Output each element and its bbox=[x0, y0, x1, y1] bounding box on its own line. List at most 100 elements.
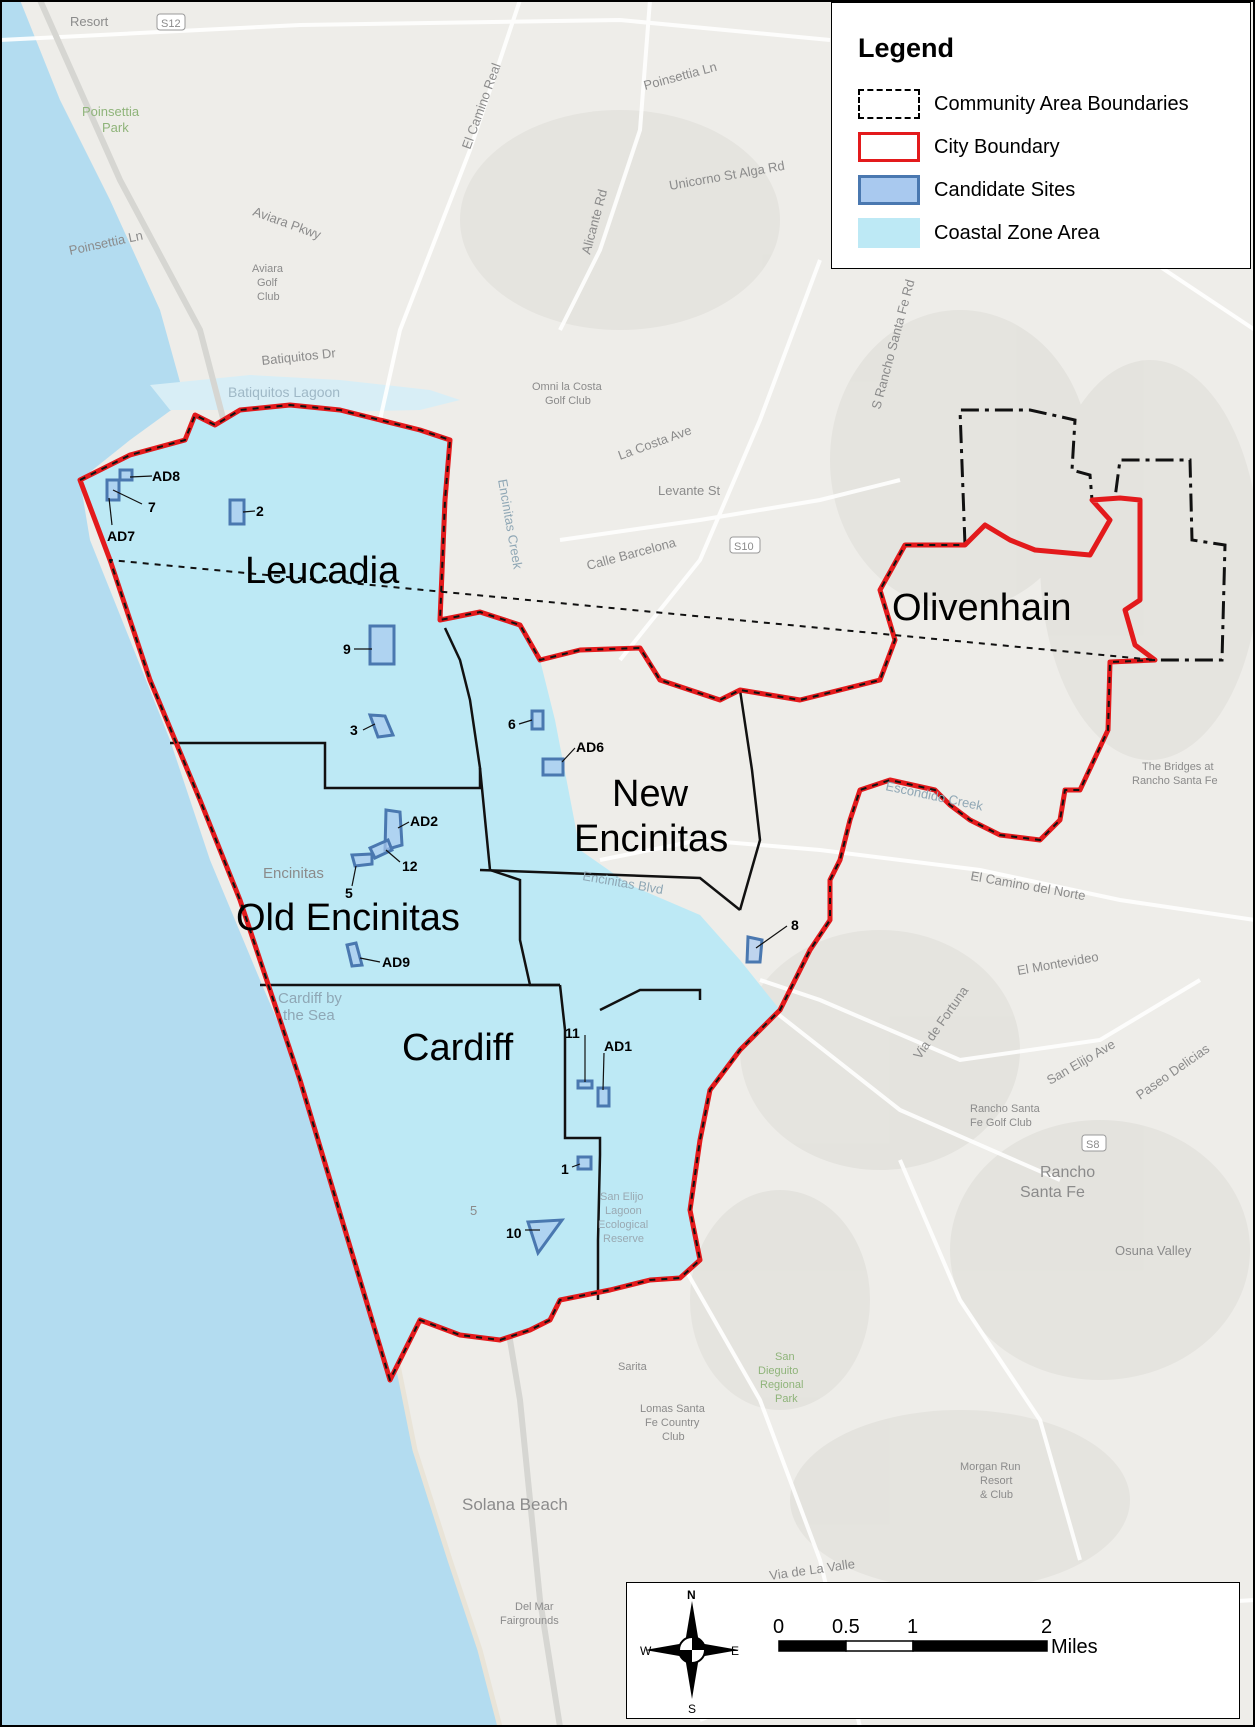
del-mar-fairgrounds-label-2: Fairgrounds bbox=[500, 1615, 559, 1627]
site-9[interactable] bbox=[368, 624, 396, 666]
legend-item-candidate-sites: Candidate Sites bbox=[858, 173, 1075, 207]
site-label-7: 7 bbox=[148, 499, 156, 515]
site-labels: AD8 7 AD7 2 9 3 6 AD6 AD2 12 5 AD9 8 11 … bbox=[107, 468, 799, 1241]
community-old-encinitas: Old Encinitas bbox=[236, 897, 460, 939]
bridges-label-2: Rancho Santa Fe bbox=[1132, 775, 1218, 787]
morgan-run-label-2: Resort bbox=[980, 1475, 1012, 1487]
legend-panel: Legend Community Area Boundaries City Bo… bbox=[831, 2, 1251, 269]
legend-item-city-boundary: City Boundary bbox=[858, 130, 1060, 164]
site-leader-lines bbox=[108, 475, 788, 1231]
city-boundary[interactable] bbox=[77, 402, 1158, 1383]
site-8[interactable] bbox=[745, 935, 764, 964]
community-boundary-swatch bbox=[858, 89, 920, 119]
site-label-3: 3 bbox=[350, 722, 358, 738]
site-3[interactable] bbox=[367, 713, 396, 739]
site-label-ad6: AD6 bbox=[576, 739, 604, 755]
morgan-run-label-1: Morgan Run bbox=[960, 1461, 1021, 1473]
resort-label: Resort bbox=[70, 14, 109, 29]
legend-item-community-boundaries: Community Area Boundaries bbox=[858, 87, 1189, 121]
scale-tick-label: 2 bbox=[1041, 1616, 1052, 1638]
site-ad9[interactable] bbox=[345, 941, 364, 968]
scale-tick-label: 0 bbox=[773, 1616, 784, 1638]
morgan-run-label-3: & Club bbox=[980, 1489, 1013, 1501]
del-mar-fairgrounds-label-1: Del Mar bbox=[515, 1601, 554, 1613]
site-label-10: 10 bbox=[506, 1225, 522, 1241]
scale-bar bbox=[778, 1640, 1048, 1652]
rancho-santa-fe-label-2: Santa Fe bbox=[1020, 1184, 1085, 1201]
site-label-6: 6 bbox=[508, 716, 516, 732]
legend-label-coastal: Coastal Zone Area bbox=[934, 221, 1100, 244]
city-boundary-swatch bbox=[858, 132, 920, 162]
community-new-encinitas-line2: Encinitas bbox=[574, 818, 728, 860]
coastal-zone-swatch bbox=[858, 218, 920, 248]
north-label: N bbox=[687, 1588, 696, 1602]
omni-golf-label-1: Omni la Costa bbox=[532, 381, 603, 393]
scale-tick-label: 1 bbox=[907, 1616, 918, 1638]
scale-segment bbox=[845, 1640, 914, 1652]
lomas-santa-fe-label-2: Fe Country bbox=[645, 1417, 700, 1429]
site-ad1[interactable] bbox=[596, 1086, 611, 1108]
interstate-label: 5 bbox=[470, 1203, 477, 1218]
community-leucadia: Leucadia bbox=[245, 550, 400, 592]
community-labels: Leucadia Olivenhain New Encinitas Old En… bbox=[236, 550, 1072, 1069]
levante-st-label: Levante St bbox=[658, 483, 721, 498]
south-label: S bbox=[688, 1702, 696, 1716]
san-dieguito-label-4: Park bbox=[775, 1393, 798, 1405]
site-label-ad2: AD2 bbox=[410, 813, 438, 829]
san-elijo-lagoon-label-1: San Elijo bbox=[600, 1191, 643, 1203]
bridges-label-1: The Bridges at bbox=[1142, 761, 1214, 773]
rancho-santa-fe-label-1: Rancho bbox=[1040, 1164, 1095, 1181]
site-ad8[interactable] bbox=[118, 468, 134, 482]
solana-beach-label: Solana Beach bbox=[462, 1495, 568, 1514]
community-cardiff: Cardiff bbox=[402, 1027, 514, 1069]
site-11[interactable] bbox=[576, 1079, 594, 1090]
osuna-valley-label: Osuna Valley bbox=[1115, 1243, 1192, 1258]
community-new-encinitas-line1: New bbox=[612, 773, 689, 815]
poinsettia-park-label-1: Poinsettia bbox=[82, 104, 140, 119]
terrain-shading bbox=[460, 110, 1255, 1590]
site-label-ad8: AD8 bbox=[152, 468, 180, 484]
site-5[interactable] bbox=[350, 852, 374, 868]
scale-and-north-panel: N S E W 0 0.5 1 2 Miles bbox=[626, 1582, 1240, 1719]
scale-unit-label: Miles bbox=[1051, 1636, 1098, 1658]
site-label-1: 1 bbox=[561, 1161, 569, 1177]
legend-label-sites: Candidate Sites bbox=[934, 178, 1076, 201]
coast-sand bbox=[392, 1349, 503, 1727]
lomas-santa-fe-label-3: Club bbox=[662, 1431, 685, 1443]
route-58-label: S8 bbox=[1086, 1139, 1099, 1151]
san-elijo-lagoon-label-3: Ecological bbox=[598, 1219, 648, 1231]
omni-golf-label-2: Golf Club bbox=[545, 395, 591, 407]
site-label-ad7: AD7 bbox=[107, 528, 135, 544]
rancho-sf-golf-label-1: Rancho Santa bbox=[970, 1103, 1041, 1115]
site-label-2: 2 bbox=[256, 503, 264, 519]
site-label-ad1: AD1 bbox=[604, 1038, 632, 1054]
site-2[interactable] bbox=[228, 498, 246, 526]
site-label-8: 8 bbox=[791, 917, 799, 933]
cardiff-by-the-sea-label-1: Cardiff by bbox=[278, 990, 342, 1007]
site-ad6[interactable] bbox=[541, 757, 565, 777]
aviara-golf-label-2: Golf bbox=[257, 277, 278, 289]
legend-title: Legend bbox=[858, 33, 955, 63]
community-area-boundaries[interactable] bbox=[170, 627, 762, 1300]
site-1[interactable] bbox=[576, 1155, 593, 1171]
legend-label-city: City Boundary bbox=[934, 135, 1060, 158]
north-arrow-icon: N S E W bbox=[640, 1588, 739, 1716]
san-elijo-lagoon-label-4: Reserve bbox=[603, 1233, 644, 1245]
community-olivenhain: Olivenhain bbox=[892, 587, 1072, 629]
site-label-11: 11 bbox=[565, 1025, 580, 1041]
encinitas-town-label: Encinitas bbox=[263, 865, 324, 882]
aviara-golf-label-3: Club bbox=[257, 291, 280, 303]
site-label-ad9: AD9 bbox=[382, 954, 410, 970]
coastal-zone[interactable] bbox=[80, 405, 780, 1380]
legend-item-coastal-zone: Coastal Zone Area bbox=[858, 216, 1100, 250]
site-10[interactable] bbox=[525, 1218, 566, 1257]
scale-tick-label: 0.5 bbox=[832, 1616, 860, 1638]
route-s12-label: S12 bbox=[161, 18, 181, 30]
site-label-5: 5 bbox=[345, 885, 353, 901]
aviara-golf-label-1: Aviara bbox=[252, 263, 284, 275]
cardiff-by-the-sea-label-2: the Sea bbox=[283, 1007, 335, 1024]
site-6[interactable] bbox=[530, 709, 545, 731]
west-label: W bbox=[640, 1644, 652, 1658]
